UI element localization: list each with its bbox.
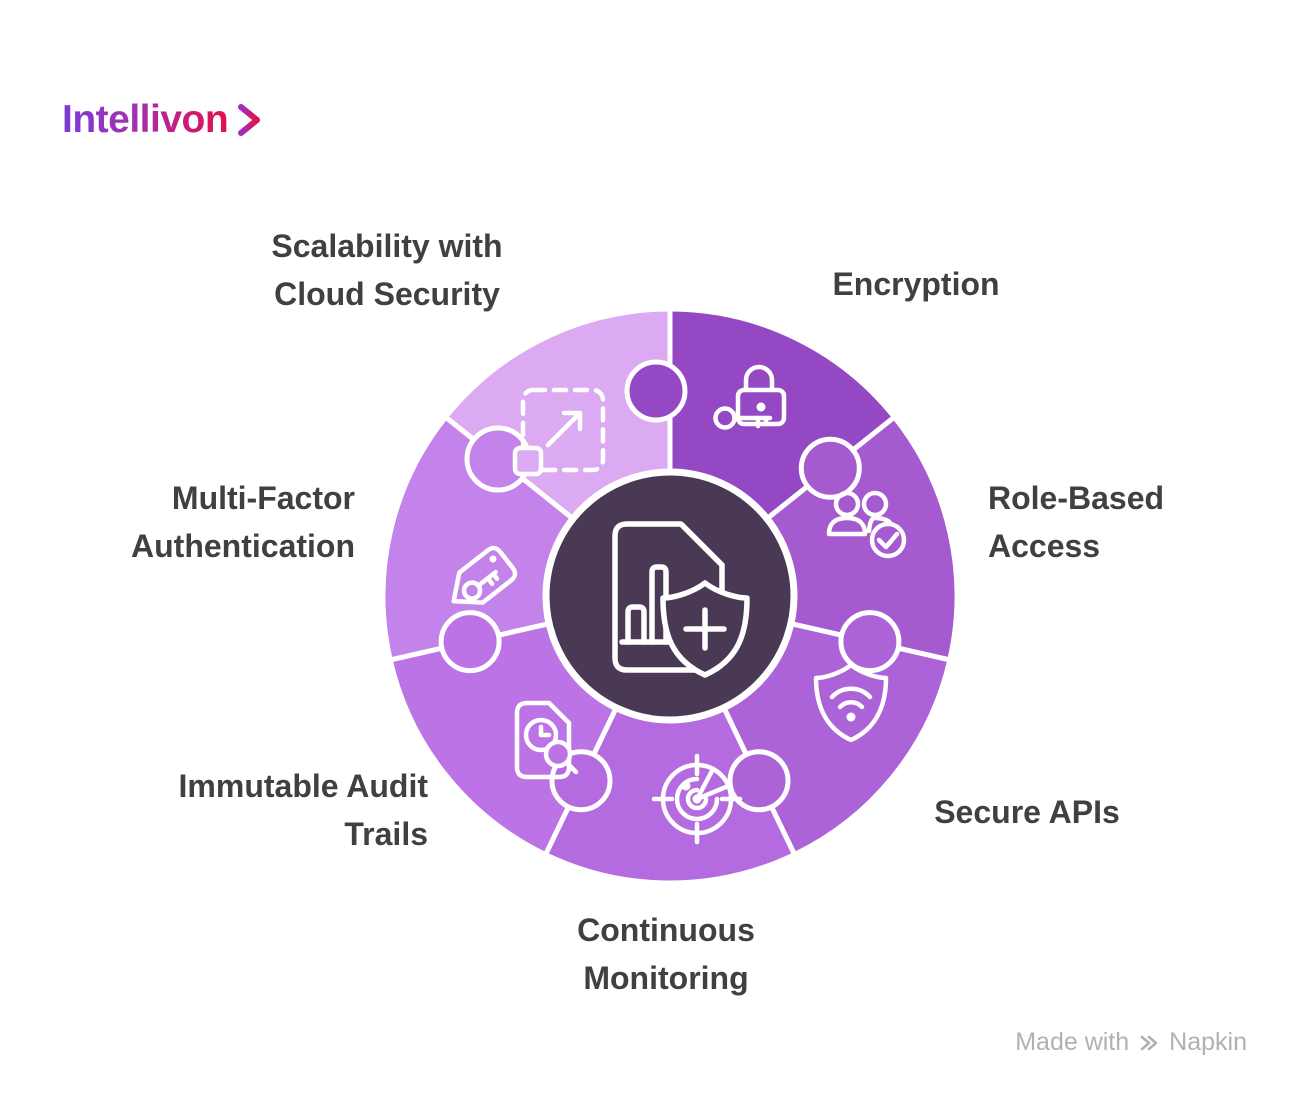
chevron-right-icon — [238, 104, 261, 136]
brand-logo-text: Intellivon — [62, 98, 229, 141]
segment-continuous-monitoring — [543, 593, 797, 886]
puzzle-knob — [624, 359, 688, 423]
radar-icon — [651, 753, 743, 845]
users-check-icon — [826, 490, 907, 559]
label-multi-factor-authentication: Multi-Factor Authentication — [131, 480, 355, 564]
expand-icon — [512, 387, 606, 477]
made-with-napkin: Made with Napkin — [1015, 1028, 1247, 1057]
label-scalability-cloud-security: Scalability with Cloud Security — [271, 228, 503, 312]
puzzle-knob — [838, 610, 902, 674]
napkin-icon — [1140, 1035, 1158, 1050]
label-encryption: Encryption — [832, 266, 1000, 302]
brand-logo: Intellivon — [62, 98, 264, 142]
key-tag-icon — [451, 545, 518, 605]
label-role-based-access: Role-Based Access — [988, 480, 1165, 564]
label-continuous-monitoring: Continuous Monitoring — [577, 912, 755, 996]
made-with-text: Made with — [1015, 1028, 1130, 1056]
label-immutable-audit-trails: Immutable Audit Trails — [178, 768, 428, 852]
shield-wifi-icon — [813, 662, 889, 743]
lock-key-icon — [713, 364, 787, 430]
label-secure-apis: Secure APIs — [934, 794, 1120, 830]
puzzle-knob — [549, 749, 613, 813]
document-search-icon — [514, 700, 579, 780]
puzzle-knob — [798, 436, 862, 500]
document-chart-shield-plus-icon — [612, 521, 750, 678]
napkin-brand-text: Napkin — [1169, 1028, 1247, 1056]
puzzle-knob — [438, 610, 502, 674]
puzzle-knob — [727, 749, 791, 813]
